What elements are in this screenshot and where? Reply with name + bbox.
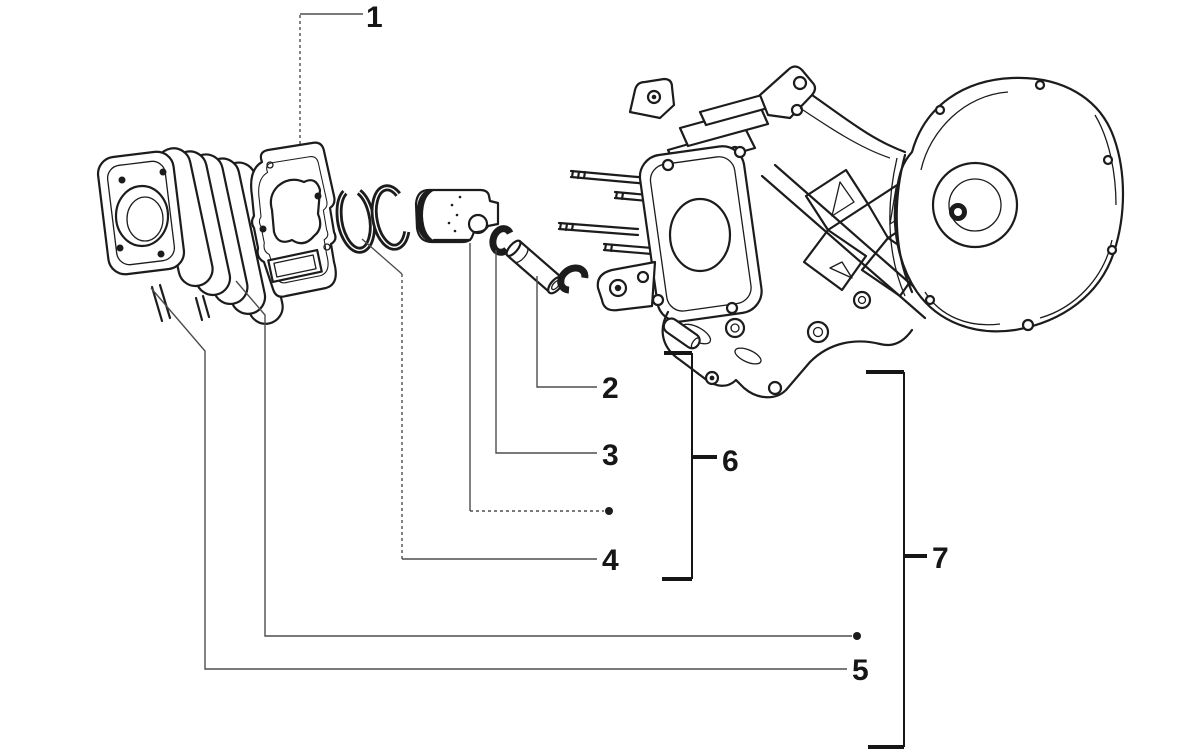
leader-line-3 xyxy=(495,250,597,454)
leader-line-2 xyxy=(536,276,597,388)
leader-line-5 xyxy=(150,287,847,670)
leader-line-cylinder xyxy=(235,280,852,637)
leader-dot-cylinder xyxy=(853,632,861,640)
crankcase-drawing xyxy=(557,65,1125,399)
callout-label-5: 5 xyxy=(852,654,869,687)
callout-label-4: 4 xyxy=(602,544,619,577)
circlip-1-drawing xyxy=(489,225,514,256)
piston-ring-2-drawing xyxy=(370,184,411,251)
cylinder-drawing xyxy=(96,147,284,325)
piston-pin-drawing xyxy=(505,239,565,295)
callout-label-7: 7 xyxy=(932,542,949,575)
circlip-2-drawing xyxy=(557,264,589,294)
leader-dot-piston xyxy=(605,507,613,515)
crankcase-shaft-boss xyxy=(662,317,701,350)
bracket-7 xyxy=(866,370,927,749)
callout-labels: 1 2 3 4 5 6 7 xyxy=(366,1,949,687)
cylinder-gasket-drawing xyxy=(250,141,337,298)
callout-label-6: 6 xyxy=(722,445,739,478)
callout-label-3: 3 xyxy=(602,439,619,472)
callout-label-2: 2 xyxy=(602,372,619,405)
bracket-6 xyxy=(662,351,717,581)
crankcase-cylinder-seat xyxy=(638,145,763,323)
callout-label-1: 1 xyxy=(366,1,383,34)
piston-ring-1-drawing xyxy=(335,189,376,254)
gasket-exhaust-port xyxy=(267,248,323,284)
leader-lines xyxy=(150,13,927,749)
piston-drawing xyxy=(414,188,500,244)
leader-line-4 xyxy=(361,238,403,275)
